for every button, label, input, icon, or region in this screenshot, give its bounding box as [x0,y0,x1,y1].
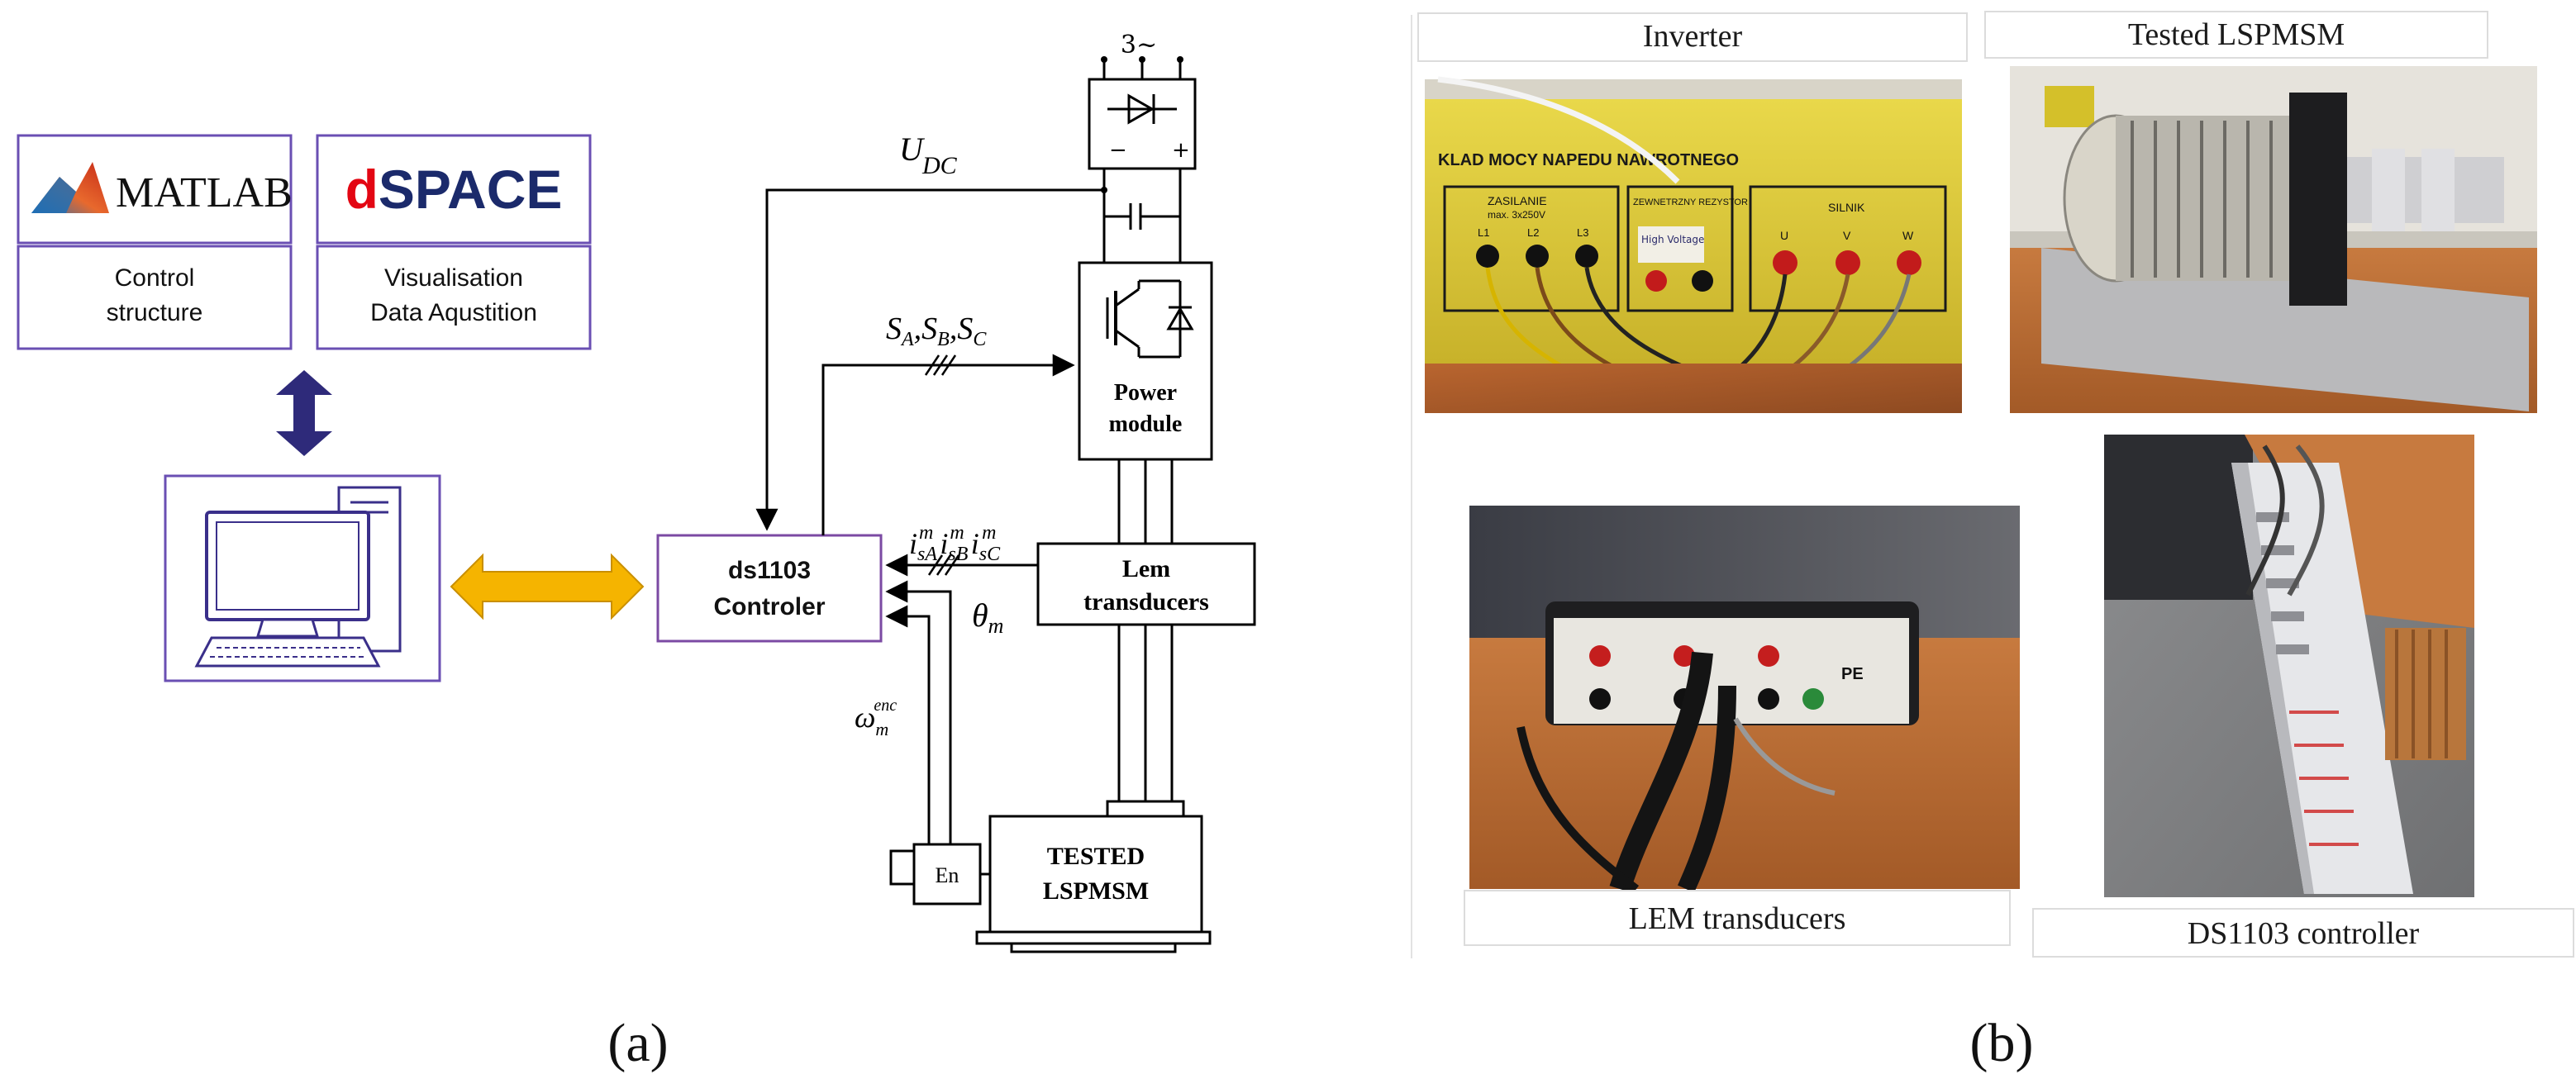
udc-label-sub: DC [921,152,958,179]
controller-label-line2: Controler [714,593,826,620]
rectifier-block: − + [1088,78,1197,170]
speed-signal: ωmenc [855,605,931,843]
dspace-caption-line1: Visualisation [384,264,523,292]
computer-icon [164,474,441,682]
power-module-line2: module [1109,411,1183,437]
supply-label: 3~ [1121,31,1157,59]
motor-label-line2: LSPMSM [1043,877,1149,905]
igbt-icon [1106,279,1194,359]
matlab-logo-text: MATLAB [116,169,293,216]
tested-motor-block: TESTED LSPMSM [975,800,1212,953]
caption-motor: Tested LSPMSM [1984,11,2488,59]
panel-b: Inverter Tested LSPMSM KLAD MOCY NAPEDU … [1417,11,2574,1073]
inverter-section-resistor: ZEWNETRZNY REZYSTOR [1633,197,1748,207]
terminal-v: V [1843,229,1851,242]
ds1103-controller-block: ds1103 Controler [656,534,883,643]
power-module-block: Power module [1078,261,1213,461]
dspace-caption-box: Visualisation Data Aqustition [316,245,592,350]
photo-tested-motor [2010,66,2537,413]
motor-cables [1117,459,1174,801]
caption-inverter-text: Inverter [1643,19,1743,54]
controller-label-line1: ds1103 [728,557,811,584]
dc-link-capacitor [1101,169,1182,263]
inverter-section-supply: ZASILANIE [1488,194,1547,207]
position-signal: θm [885,580,1003,818]
caption-ds1103-text: DS1103 controller [2188,916,2420,951]
terminal-l1: L1 [1478,226,1489,239]
dspace-caption-line2: Data Aqustition [370,299,537,326]
terminal-l3: L3 [1577,226,1588,239]
theta-label: θm [972,597,1003,638]
switching-signals: SA,SB,SC [821,311,1075,535]
panel-b-label: (b) [1970,1013,2034,1073]
caption-lem-text: LEM transducers [1629,901,1846,936]
lem-transducers-block: Lem transducers [1036,542,1256,626]
inverter-handwritten-note: High Voltage [1641,234,1704,245]
horizontal-double-arrow-icon [450,553,645,620]
motor-label-line1: TESTED [1047,843,1145,870]
three-phase-supply: 3~ [1101,31,1183,79]
inverter-section-motor: SILNIK [1828,201,1865,214]
lem-box-pe-label: PE [1841,665,1864,683]
terminal-u: U [1780,229,1788,242]
encoder-label: En [936,863,959,887]
rectifier-plus: + [1172,138,1190,163]
caption-lem: LEM transducers [1464,890,2011,946]
photo-inverter: KLAD MOCY NAPEDU NAWROTNEGO ZASILANIE ma… [1425,76,1962,413]
panel-a-label: (a) [607,1013,668,1073]
caption-motor-text: Tested LSPMSM [2128,17,2345,52]
power-module-line1: Power [1114,380,1177,406]
matlab-caption-box: Control structure [17,245,293,350]
photo-ds1103 [2104,435,2474,897]
rectifier-minus: − [1109,138,1127,163]
udc-signal: U DC [755,131,1104,531]
matlab-logo-box: MATLAB [17,134,293,245]
encoder-block: En [889,818,990,906]
matlab-membrane-icon [31,162,109,213]
omega-label: ωmenc [855,696,897,739]
dspace-logo-text: dSPACE [345,159,563,220]
switching-label: SA,SB,SC [886,311,987,350]
matlab-caption-line1: Control [115,264,195,292]
lem-label-line2: transducers [1083,588,1209,616]
caption-inverter: Inverter [1417,12,1968,62]
lem-label-line1: Lem [1122,555,1170,582]
vertical-double-arrow-icon [276,370,332,456]
inverter-section-supply-sub: max. 3x250V [1488,209,1545,221]
dspace-logo-box: dSPACE [316,134,592,245]
inverter-board-text: KLAD MOCY NAPEDU NAWROTNEGO [1438,151,1739,169]
caption-ds1103: DS1103 controller [2032,908,2574,958]
terminal-w: W [1902,229,1914,242]
udc-label-main: U [899,131,926,168]
photo-lem-transducers: PE [1469,506,2020,893]
matlab-caption-line2: structure [107,299,203,326]
terminal-l2: L2 [1527,226,1539,239]
panel-a: MATLAB Control structure dSPACE Visualis… [17,31,1256,1073]
